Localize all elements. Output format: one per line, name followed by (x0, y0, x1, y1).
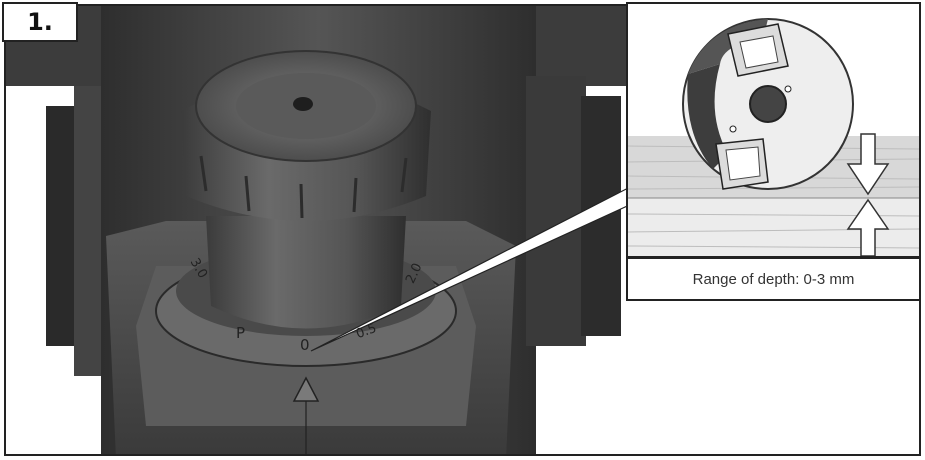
depth-range-caption: Range of depth: 0-3 mm (626, 258, 921, 301)
step-number: 1. (27, 8, 53, 36)
cutter-head-diagram (628, 18, 919, 256)
cutter-depth-inset (626, 2, 921, 258)
dial-label-0: 0 (300, 336, 310, 354)
dial-label-p: P (236, 324, 246, 342)
step-number-badge: 1. (2, 2, 78, 42)
caption-text: Range of depth: 0-3 mm (692, 270, 855, 288)
planer-body-drawing (6, 6, 919, 454)
